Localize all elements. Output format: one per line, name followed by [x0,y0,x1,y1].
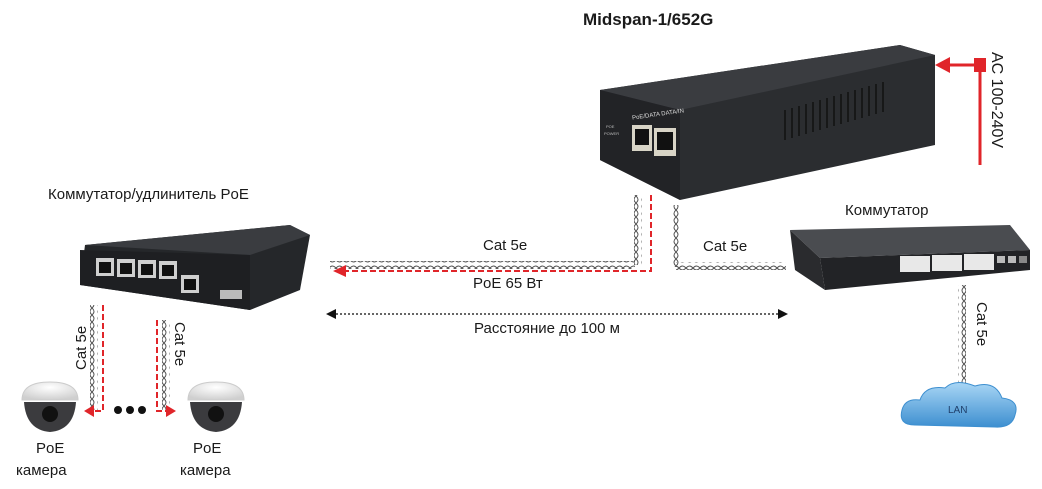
poe-switch-title: Коммутатор/удлинитель PoE [48,186,249,203]
camera-left [21,381,79,432]
core-switch-ports [900,254,1027,272]
midspan-ports [632,125,676,156]
cable-midspan-to-poe-switch [330,195,652,277]
core-switch-device [790,225,1030,290]
midspan-title: Midspan-1/652G [583,10,714,29]
cable-label-main: Cat 5e [483,237,528,254]
cable-camera-left [84,305,104,417]
switch-title: Коммутатор [845,202,929,219]
poe-switch-device [80,225,310,310]
midspan-led-power: POWER [604,131,620,136]
cable-label-lan: Cat 5e [973,302,990,347]
cable-switch-to-lan [958,285,966,395]
camera-right-label-line1: PoE [193,440,222,457]
cable-label-camera-right: Cat 5e [171,322,188,367]
cable-label-camera-left: Cat 5e [73,325,90,370]
ac-power-label: AC 100-240V [988,52,1005,149]
distance-label: Расстояние до 100 м [474,320,620,337]
plug-icon [974,58,986,72]
midspan-vents [784,82,884,140]
camera-left-label-line1: PoE [36,440,65,457]
camera-right-label-line2: камера [180,462,231,479]
cable-label-switch: Cat 5e [703,238,748,255]
ellipsis-dots [114,406,146,414]
cable-switch-to-midspan [672,205,786,270]
camera-right [187,381,245,432]
cable-camera-right [156,320,176,417]
camera-left-label-line2: камера [16,462,67,479]
power-label: PoE 65 Вт [473,275,543,292]
poe-switch-ports [96,258,242,299]
midspan-device [600,45,935,200]
midspan-led-poe: POE [606,124,615,129]
ac-power-line [935,57,986,165]
lan-label: LAN [948,405,968,416]
lan-cloud [900,382,1017,428]
distance-arrow [326,309,788,319]
